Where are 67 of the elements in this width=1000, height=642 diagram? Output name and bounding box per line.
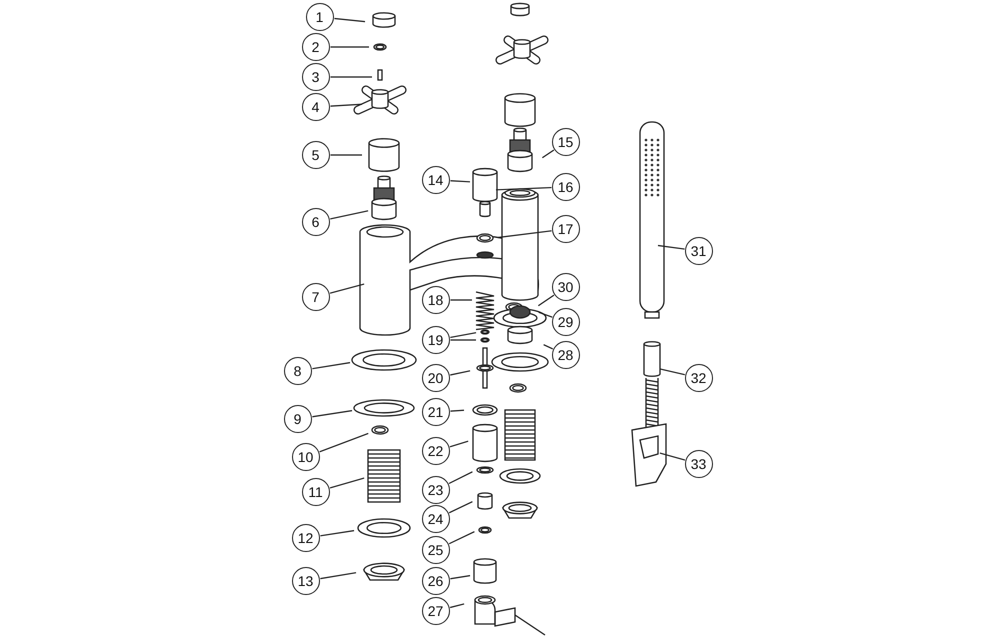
leader-line [496,186,552,190]
callout-number: 30 [552,272,580,300]
leader-line [330,76,372,78]
leader-line [448,531,475,544]
leader-line [448,471,473,484]
leader-line [660,368,686,376]
callout-number: 3 [302,62,330,90]
callout-number: 26 [422,566,450,594]
leader-line [450,575,470,580]
callout-number: 7 [302,282,330,310]
leader-line [320,530,354,536]
leader-line [312,410,352,418]
callout-number: 21 [422,398,450,426]
callout-number: 12 [292,524,320,552]
callout-number: 13 [292,566,320,594]
callout-number: 19 [422,326,450,354]
callout-number: 15 [552,128,580,156]
leader-line [330,210,368,220]
callout-number: 20 [422,364,450,392]
leader-line [450,339,476,341]
leader-line [330,104,362,107]
callout-number: 31 [684,236,712,264]
leader-line [312,362,350,370]
callout-number: 4 [302,92,330,120]
callout-number: 22 [422,436,450,464]
leader-line [319,432,368,452]
leader-line [334,18,366,22]
callout-number: 1 [306,2,334,30]
callout-number: 27 [422,596,450,624]
leader-line [448,501,473,514]
leader-line [450,332,476,338]
callout-number: 23 [422,476,450,504]
leader-line [330,283,364,294]
callout-number: 28 [552,340,580,368]
leader-line [498,230,552,238]
leader-line [658,244,685,250]
callout-number: 32 [684,364,712,392]
callout-number: 24 [422,504,450,532]
callout-number: 6 [302,208,330,236]
leader-line [538,294,554,306]
leader-line [330,154,362,156]
callout-number: 29 [552,308,580,336]
leader-line [450,299,472,301]
callout-number: 14 [422,166,450,194]
leader-line [450,603,464,608]
callout-number: 11 [302,478,330,506]
callout-number: 17 [552,214,580,242]
callout-number: 9 [284,404,312,432]
leader-line [543,344,554,350]
callout-number: 16 [552,172,580,200]
leader-line [538,312,553,318]
callout-number: 5 [302,140,330,168]
callout-number: 33 [684,450,712,478]
callout-number: 2 [302,32,330,60]
leader-line [450,180,470,182]
callout-number: 10 [292,442,320,470]
callout-number: 18 [422,286,450,314]
leader-line [542,150,554,158]
callout-number: 25 [422,536,450,564]
leader-line [450,410,464,412]
leader-line [450,440,468,448]
leader-line [330,46,369,48]
callout-number: 8 [284,356,312,384]
leader-line [660,452,686,461]
leader-line [450,370,470,376]
leader-line [330,478,364,489]
leader-line [320,572,356,580]
